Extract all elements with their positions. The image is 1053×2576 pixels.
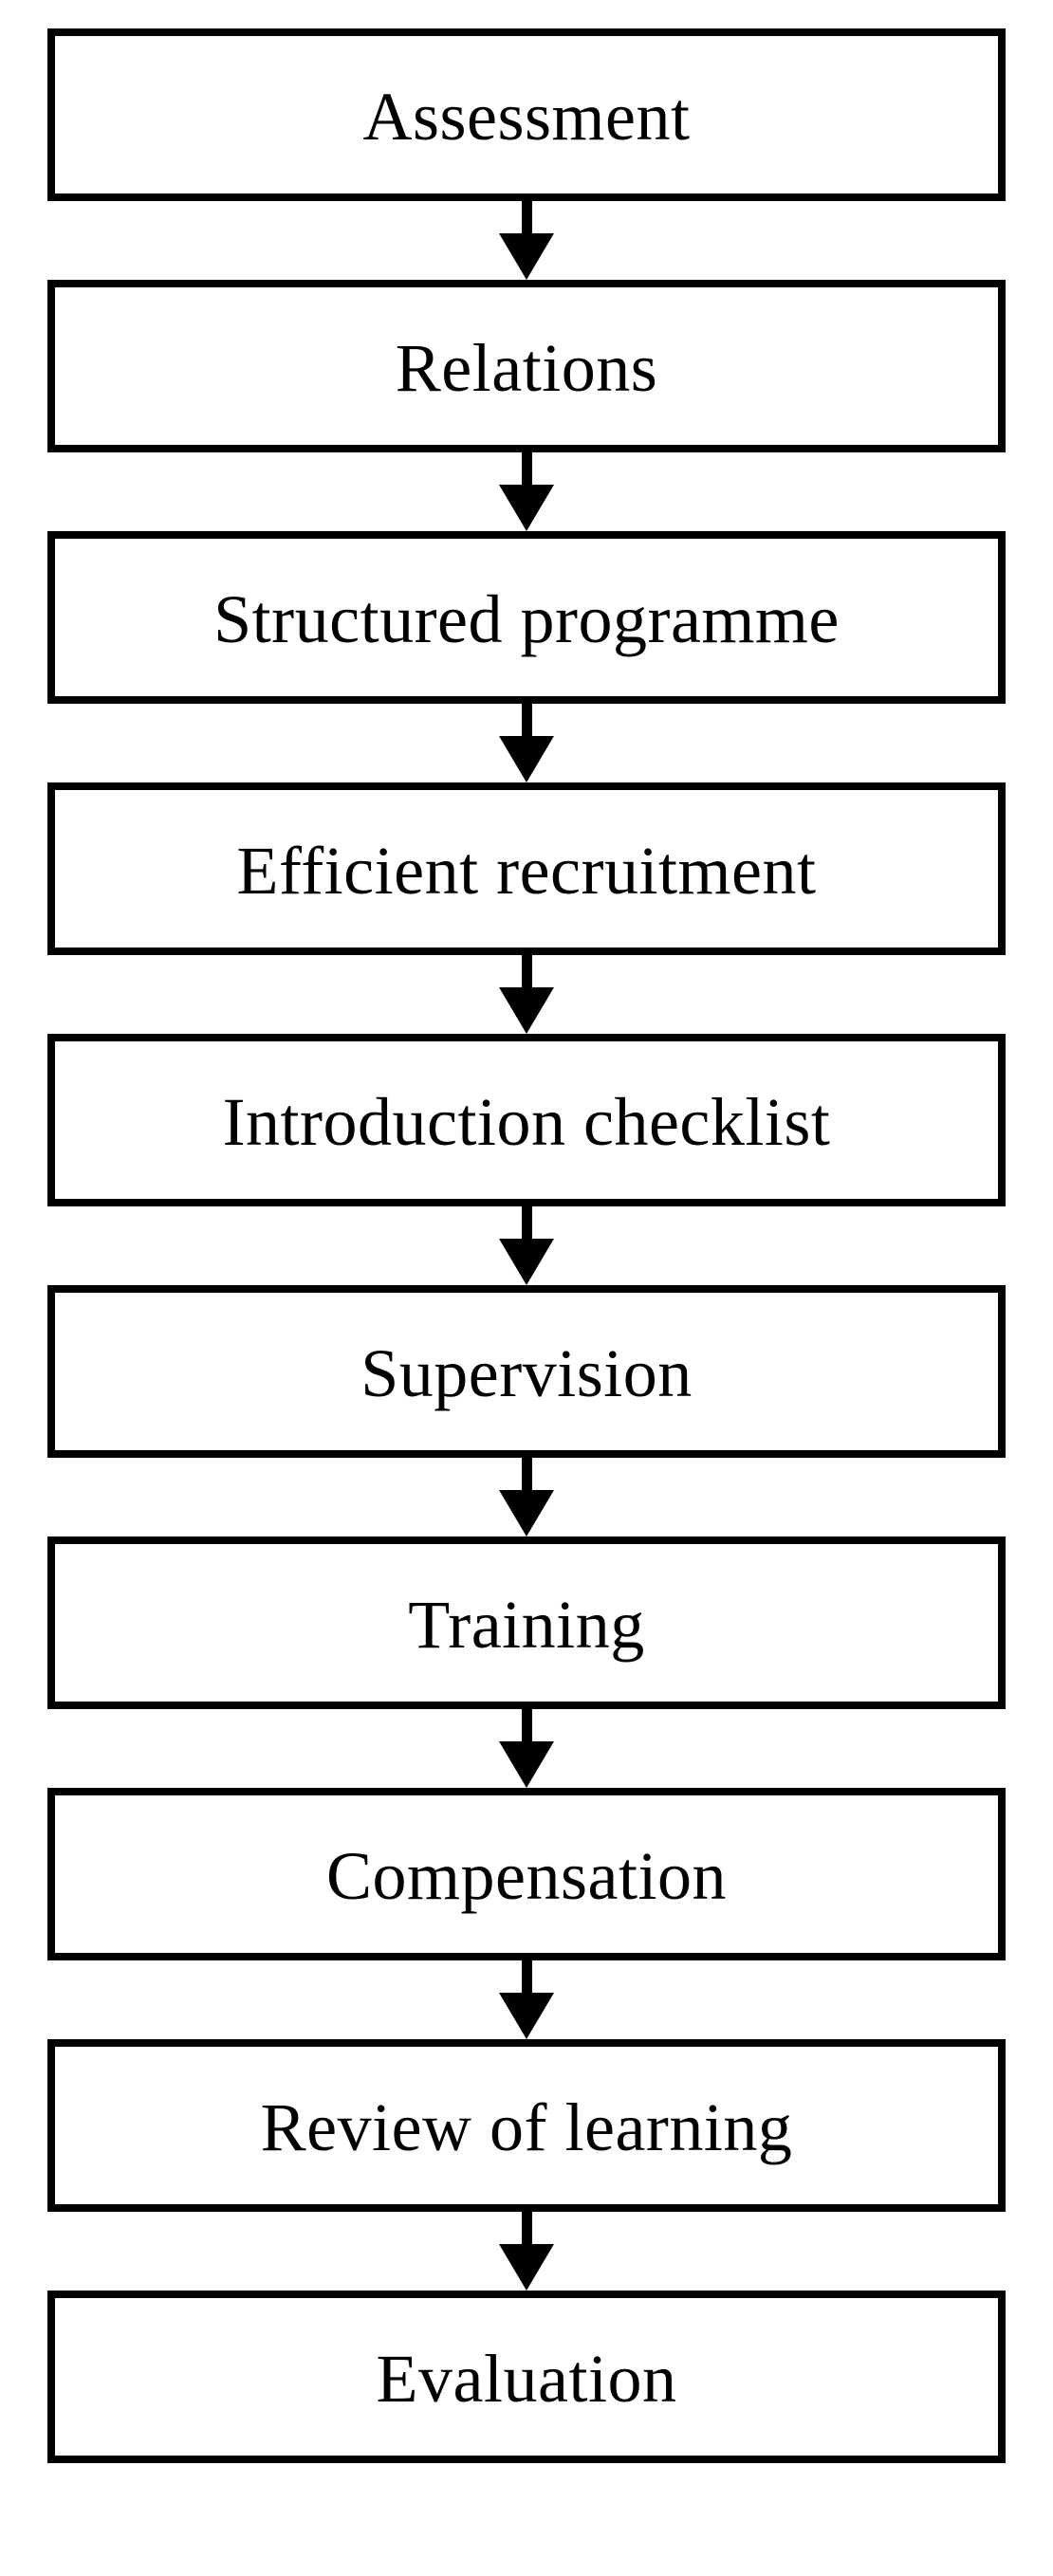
down-arrow-icon: [499, 1993, 554, 2039]
flowchart-connector-5: [47, 1206, 1006, 1285]
arrow-stem: [522, 955, 532, 993]
down-arrow-icon: [499, 1239, 554, 1285]
arrow-stem: [522, 2212, 532, 2250]
flowchart-connector-1: [47, 201, 1006, 280]
node-label: Compensation: [326, 1838, 727, 1914]
flowchart-node-supervision[interactable]: Supervision: [47, 1285, 1006, 1458]
arrow-stem: [522, 704, 532, 742]
node-label: Relations: [395, 330, 658, 406]
flowchart-node-chain: Assessment Relations Structured programm…: [47, 28, 1006, 2463]
flowchart-connector-8: [47, 1960, 1006, 2039]
flowchart-connector-2: [47, 452, 1006, 531]
flowchart-connector-3: [47, 704, 1006, 782]
flowchart-connector-4: [47, 955, 1006, 1034]
flowchart-node-compensation[interactable]: Compensation: [47, 1788, 1006, 1960]
flowchart-node-review-of-learning[interactable]: Review of learning: [47, 2039, 1006, 2212]
node-label: Efficient recruitment: [236, 833, 817, 909]
flowchart-node-evaluation[interactable]: Evaluation: [47, 2291, 1006, 2463]
flowchart-node-efficient-recruitment[interactable]: Efficient recruitment: [47, 782, 1006, 955]
down-arrow-icon: [499, 233, 554, 280]
down-arrow-icon: [499, 1490, 554, 1536]
down-arrow-icon: [499, 1741, 554, 1788]
flowchart-node-training[interactable]: Training: [47, 1536, 1006, 1709]
down-arrow-icon: [499, 736, 554, 782]
arrow-stem: [522, 201, 532, 239]
arrow-stem: [522, 1709, 532, 1747]
down-arrow-icon: [499, 485, 554, 531]
flowchart-connector-6: [47, 1458, 1006, 1536]
down-arrow-icon: [499, 987, 554, 1034]
down-arrow-icon: [499, 2244, 554, 2291]
flowchart-node-assessment[interactable]: Assessment: [47, 28, 1006, 201]
flowchart-node-introduction-checklist[interactable]: Introduction checklist: [47, 1034, 1006, 1206]
node-label: Review of learning: [260, 2089, 793, 2165]
node-label: Introduction checklist: [222, 1084, 831, 1160]
node-label: Evaluation: [376, 2341, 677, 2417]
node-label: Training: [408, 1587, 645, 1663]
flowchart-connector-9: [47, 2212, 1006, 2291]
arrow-stem: [522, 1960, 532, 1998]
node-label: Assessment: [362, 79, 691, 155]
arrow-stem: [522, 1206, 532, 1244]
node-label: Structured programme: [213, 581, 840, 657]
arrow-stem: [522, 1458, 532, 1496]
flowchart-node-relations[interactable]: Relations: [47, 280, 1006, 452]
flowchart-node-structured-programme[interactable]: Structured programme: [47, 531, 1006, 704]
node-label: Supervision: [360, 1335, 693, 1411]
arrow-stem: [522, 452, 532, 490]
flowchart-connector-7: [47, 1709, 1006, 1788]
